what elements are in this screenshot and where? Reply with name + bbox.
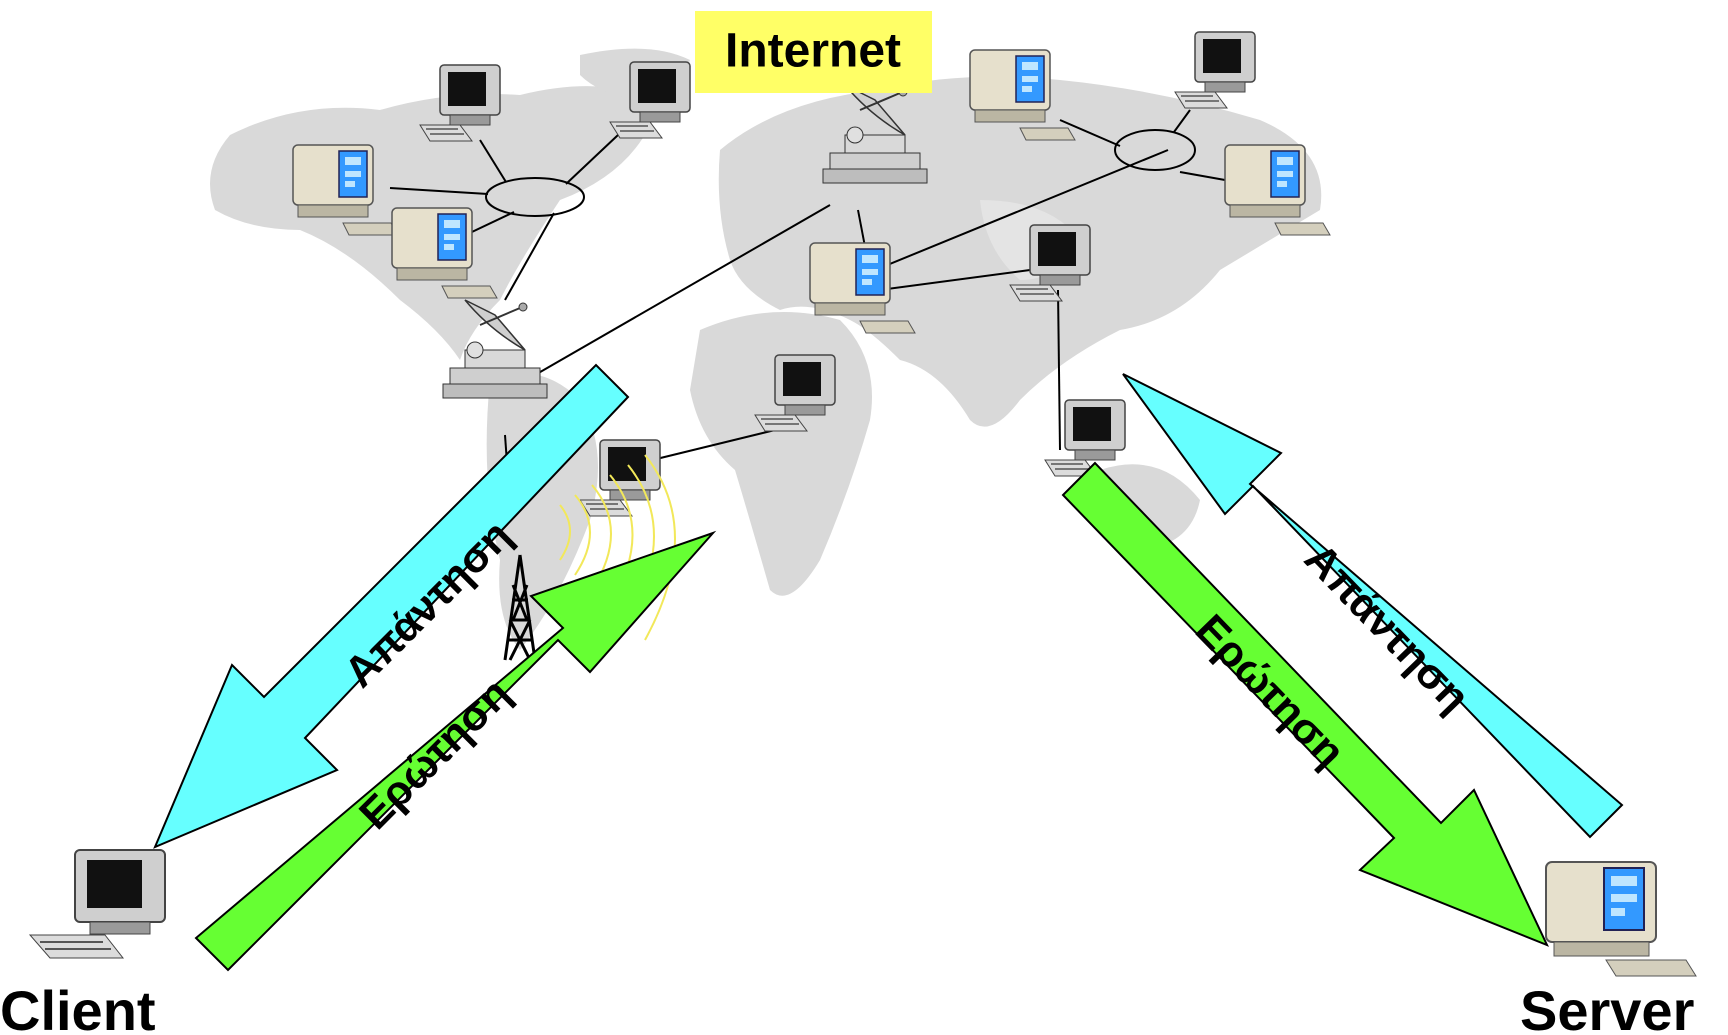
computer-icon: [1174, 31, 1256, 109]
client-label: Client: [0, 979, 156, 1035]
left-request-arrow: [194, 530, 717, 972]
internet-label: Internet: [725, 25, 901, 78]
network-ring-east: [1114, 129, 1196, 171]
network-ring-west: [485, 177, 585, 217]
client-computer-icon: [28, 849, 166, 959]
server-computer-icon: [1545, 861, 1697, 977]
network-links: [389, 109, 1226, 506]
right-response-arrow: [1122, 373, 1624, 839]
right-request-arrow: [1061, 461, 1549, 947]
left-response-arrow: [153, 363, 630, 849]
internet-label-box: [695, 11, 932, 93]
right-response-label: Απάντηση: [1295, 534, 1478, 721]
right-request-label: Ερώτηση: [1186, 606, 1354, 777]
computer-icon: [1044, 399, 1126, 477]
left-request-label: Ερώτηση: [350, 669, 519, 838]
server-label: Server: [1520, 979, 1694, 1035]
